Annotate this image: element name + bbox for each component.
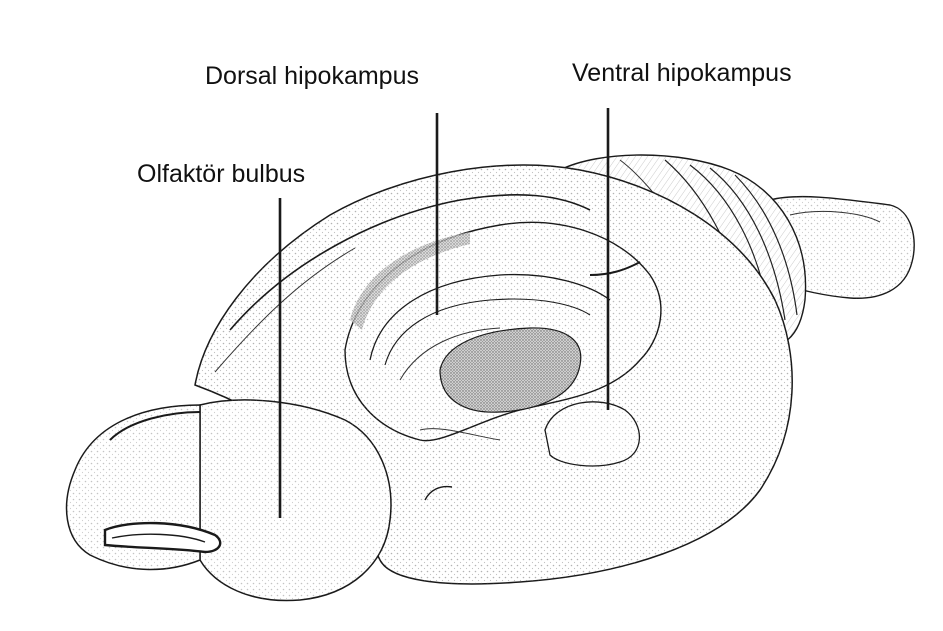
olfactory-bulb-label: Olfaktör bulbus — [137, 162, 305, 187]
ventral-hippocampus-label: Ventral hipokampus — [572, 61, 792, 86]
dorsal-hippocampus-label: Dorsal hipokampus — [205, 64, 419, 89]
frontal-tip — [67, 405, 221, 570]
